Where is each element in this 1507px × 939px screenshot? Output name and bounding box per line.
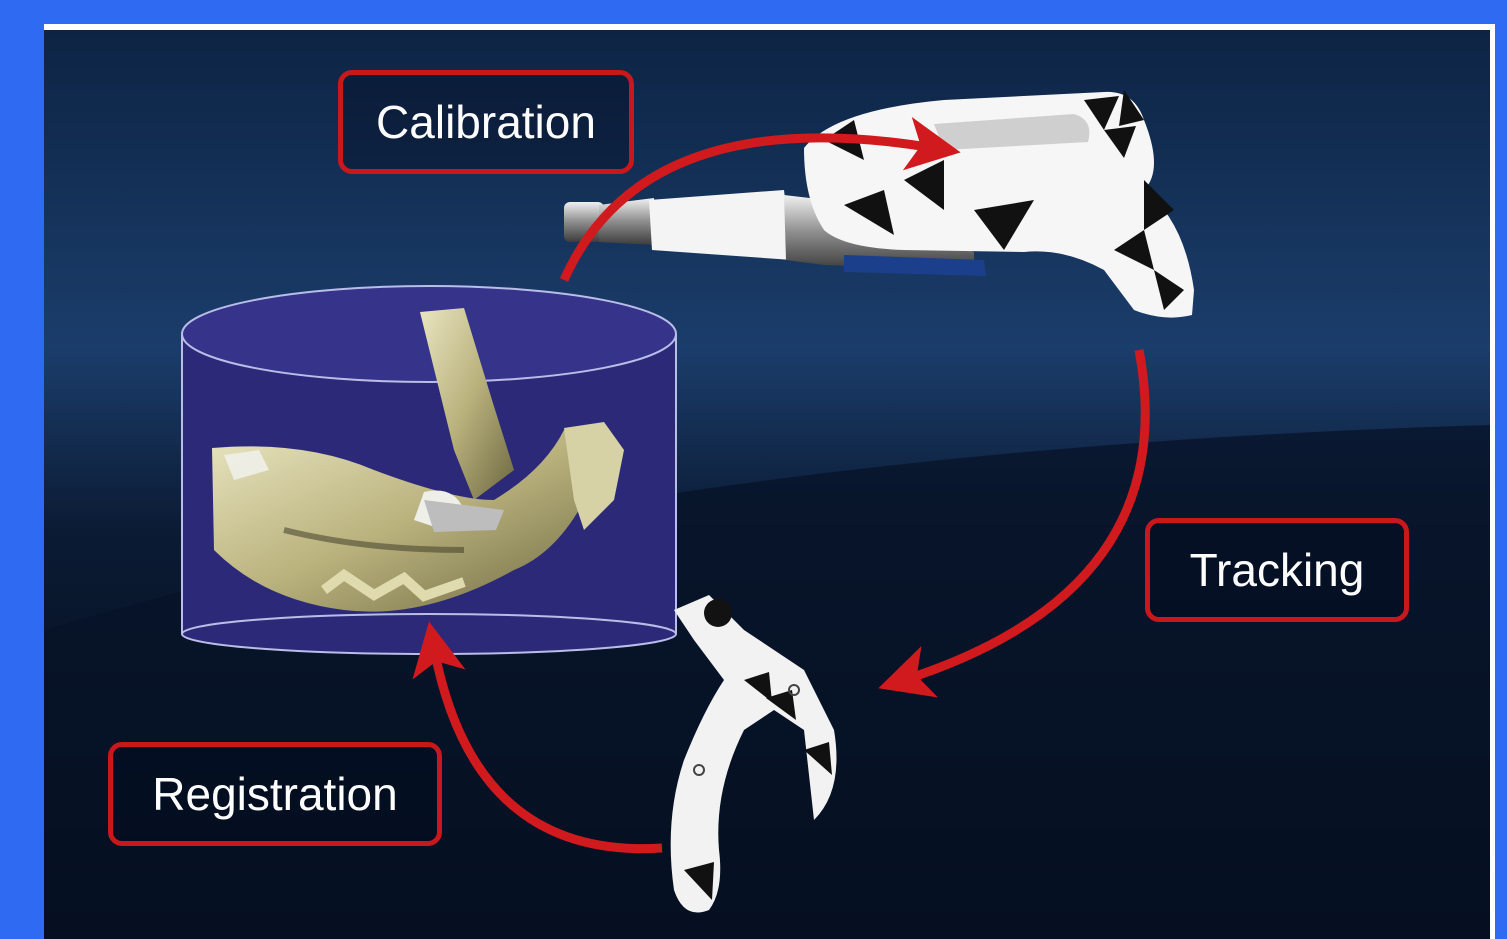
- tracking-label: Tracking: [1145, 518, 1409, 622]
- registration-label: Registration: [108, 742, 442, 846]
- diagram-canvas: Calibration Tracking Registration: [44, 30, 1490, 939]
- calibration-label: Calibration: [338, 70, 634, 174]
